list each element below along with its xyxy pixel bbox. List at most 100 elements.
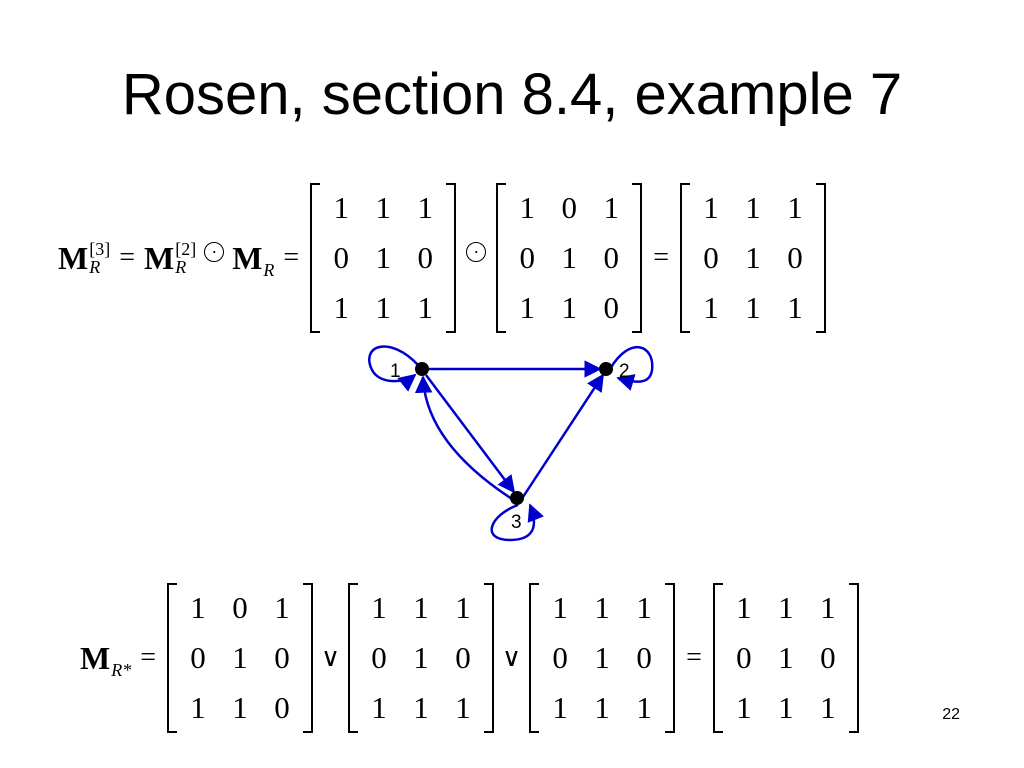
matrix-cell: 1 — [736, 690, 752, 725]
matrix-cell: 0 — [703, 240, 719, 275]
matrix-cell: 1 — [745, 190, 761, 225]
matrix-cell: 0 — [820, 640, 836, 675]
term1-indices: [2] R — [175, 240, 196, 276]
matrix-cell: 1 — [703, 290, 719, 325]
matrix-cell: 1 — [745, 240, 761, 275]
matrix-cell: 1 — [455, 590, 471, 625]
matrix-cell: 1 — [371, 690, 387, 725]
matrix-cell: 1 — [778, 590, 794, 625]
page-number: 22 — [942, 706, 960, 723]
matrix-cell: 1 — [232, 640, 248, 675]
matrix-cell: 1 — [552, 590, 568, 625]
matrix-cell: 0 — [274, 640, 290, 675]
join-operator: ∨ — [321, 643, 341, 672]
matrix-cell: 1 — [274, 590, 290, 625]
matrix-cell: 1 — [703, 190, 719, 225]
graph-node-label-1: 1 — [390, 361, 401, 382]
matrix-cell: 1 — [333, 290, 349, 325]
matrix-cell: 1 — [636, 690, 652, 725]
matrix-cell: 1 — [594, 640, 610, 675]
matrix-cell: 1 — [787, 290, 803, 325]
edge-3-to-1 — [414, 375, 513, 501]
equals-sign: = — [686, 642, 702, 673]
matrix-cell: 1 — [519, 290, 535, 325]
matrix-cell: 1 — [820, 690, 836, 725]
matrix-cell: 1 — [375, 290, 391, 325]
term1-subscript: R — [175, 257, 187, 277]
matrix-cell: 0 — [787, 240, 803, 275]
edge-loop-2 — [608, 346, 654, 391]
boolean-product-operator: · — [204, 242, 225, 262]
lhs-symbol: M — [58, 239, 89, 276]
graph-node-label-2: 2 — [619, 361, 630, 382]
term2-symbol: M — [232, 239, 263, 276]
matrix-cell: 1 — [636, 590, 652, 625]
equals-sign: = — [119, 242, 135, 273]
graph-node-label-3: 3 — [511, 512, 522, 533]
edge-1-to-3 — [425, 374, 516, 494]
lhs-symbol: M — [80, 639, 111, 676]
matrix-cell: 1 — [455, 690, 471, 725]
relation-digraph: 1 2 3 — [368, 345, 654, 542]
matrix-cell: 1 — [417, 290, 433, 325]
term1-superscript: [2] — [175, 239, 197, 259]
equals-sign: = — [653, 242, 669, 273]
lhs-subscript: R* — [111, 659, 132, 680]
matrix-cell: 0 — [371, 640, 387, 675]
matrix-cell: 1 — [745, 290, 761, 325]
matrix-cell: 1 — [232, 690, 248, 725]
term1-symbol: M — [144, 239, 175, 276]
matrix-cell: 1 — [736, 590, 752, 625]
matrix-cell: 1 — [820, 590, 836, 625]
graph-node-1 — [415, 362, 429, 376]
matrix-cell: 1 — [190, 590, 206, 625]
join-operator: ∨ — [502, 643, 522, 672]
matrix-cell: 0 — [333, 240, 349, 275]
matrix-cell: 0 — [190, 640, 206, 675]
boolean-product-operator: · — [466, 242, 487, 262]
edge-loop-1 — [368, 345, 419, 392]
matrix-cell: 1 — [561, 240, 577, 275]
graph-node-3 — [510, 491, 524, 505]
matrix-cell: 1 — [594, 690, 610, 725]
matrix-cell: 1 — [778, 690, 794, 725]
matrix-cell: 1 — [778, 640, 794, 675]
matrix-cell: 1 — [190, 690, 206, 725]
matrix-cell: 0 — [274, 690, 290, 725]
matrix-cell: 1 — [603, 190, 619, 225]
lhs-superscript: [3] — [89, 239, 111, 259]
matrix-cell: 1 — [594, 590, 610, 625]
matrix-cell: 0 — [736, 640, 752, 675]
matrix-cell: 1 — [413, 690, 429, 725]
matrix-cell: 0 — [603, 290, 619, 325]
matrix-cell: 1 — [417, 190, 433, 225]
edge-3-to-2 — [521, 373, 605, 498]
matrix-cell: 1 — [333, 190, 349, 225]
lhs-indices: [3] R — [89, 240, 110, 276]
lhs-subscript: R — [89, 257, 101, 277]
matrix-cell: 1 — [561, 290, 577, 325]
matrix-cell: 0 — [455, 640, 471, 675]
matrix-cell: 1 — [519, 190, 535, 225]
matrix-cell: 0 — [417, 240, 433, 275]
matrix-cell: 1 — [375, 240, 391, 275]
matrix-cell: 0 — [561, 190, 577, 225]
graph-node-2 — [599, 362, 613, 376]
matrix-cell: 0 — [232, 590, 248, 625]
equals-sign: = — [283, 242, 300, 273]
matrix-cell: 1 — [552, 690, 568, 725]
matrix-cell: 1 — [787, 190, 803, 225]
term2-subscript: R — [263, 259, 275, 280]
matrix-cell: 1 — [375, 190, 391, 225]
matrix-cell: 0 — [552, 640, 568, 675]
matrix-cell: 1 — [371, 590, 387, 625]
